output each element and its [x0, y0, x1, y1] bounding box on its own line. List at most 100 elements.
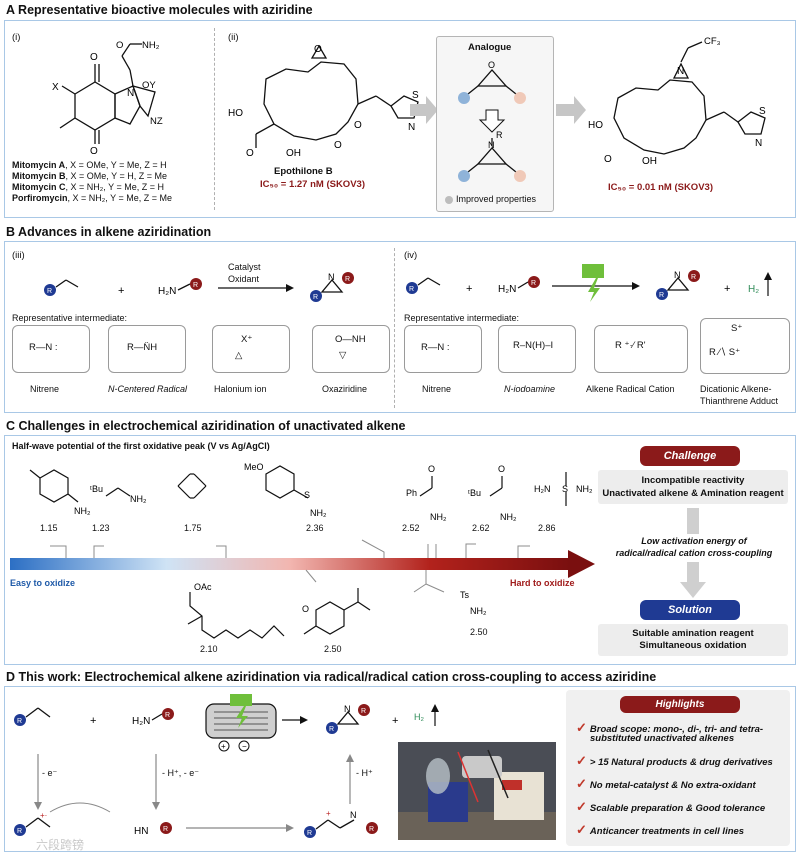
svg-text:R: R: [496, 130, 503, 140]
svg-text:MeO: MeO: [244, 462, 264, 472]
potential-value: 1.15: [40, 523, 58, 533]
mitomycin-list: Mitomycin A, X = OMe, Y = Me, Z = H Mito…: [12, 160, 172, 204]
svg-text:R: R: [313, 294, 318, 301]
section-d-title: D This work: Electrochemical alkene azir…: [6, 670, 656, 684]
svg-text:O: O: [90, 52, 98, 63]
svg-text:R: R: [361, 708, 366, 715]
substrate-structures-top: NH₂ ᵗBu NH₂ MeO S NH₂ Ph O NH₂ ᵗBu O NH₂…: [10, 458, 600, 528]
potential-value: 2.50: [470, 627, 488, 637]
highlight-item: ✓Scalable preparation & Good tolerance: [576, 799, 765, 815]
svg-text:NH₂: NH₂: [74, 506, 91, 516]
svg-text:O: O: [246, 148, 254, 156]
reaction-scheme-iii: R + H₂N R R R N: [40, 272, 380, 306]
mid-text-2: radical/radical cation cross-coupling: [604, 548, 784, 558]
reaction-scheme-iv: R + H₂N R R R N + H₂: [402, 262, 792, 306]
section-a-title: A Representative bioactive molecules wit…: [6, 3, 313, 17]
mitomycin-row: Mitomycin B, X = OMe, Y = H, Z = Me: [12, 171, 172, 182]
intermediate-nitrene-box: R—N :: [404, 325, 482, 373]
svg-text:H₂N: H₂N: [158, 286, 176, 297]
svg-text:N: N: [674, 270, 681, 280]
svg-text:+: +: [326, 809, 331, 818]
highlight-item: ✓No metal-catalyst & No extra-oxidant: [576, 776, 756, 792]
down-arrow-icon: [680, 562, 706, 598]
svg-text:R: R: [17, 718, 22, 725]
caption-nitrene: Nitrene: [422, 384, 451, 394]
intermediate-nitrene-box: R—N :: [12, 325, 90, 373]
potential-value: 1.23: [92, 523, 110, 533]
challenge-text: Unactivated alkene & Amination reagent: [598, 487, 788, 500]
intermediate-thianthrene-adduct-box: S⁺R ∕∖ S⁺: [700, 318, 790, 374]
svg-text:H₂N: H₂N: [534, 484, 551, 494]
svg-text:N: N: [328, 272, 335, 282]
step-minus-h: - H⁺: [356, 768, 373, 779]
svg-text:R: R: [193, 282, 198, 289]
svg-text:NZ: NZ: [150, 116, 163, 127]
challenge-box: Incompatible reactivity Unactivated alke…: [598, 470, 788, 504]
caption-alkene-radical-cation: Alkene Radical Cation: [586, 384, 675, 394]
analogue-title: Analogue: [468, 42, 511, 53]
svg-text:O: O: [354, 120, 362, 131]
electrolysis-setup-photo: [398, 742, 556, 840]
solution-pill: Solution: [640, 600, 740, 620]
svg-text:+: +: [90, 715, 96, 727]
svg-text:H₂: H₂: [748, 284, 759, 295]
svg-text:O: O: [116, 40, 123, 51]
epothilone-b-structure: HO O O OH O O S N: [226, 44, 426, 156]
right-arrow-icon: [556, 96, 586, 124]
substrate-structures-bottom: OAc O Ts NH₂: [180, 580, 510, 652]
svg-text:N: N: [677, 66, 684, 77]
svg-text:+·: +·: [40, 811, 47, 820]
svg-text:NH₂: NH₂: [430, 512, 447, 522]
potential-value: 1.75: [184, 523, 202, 533]
potential-value: 2.50: [324, 644, 342, 654]
svg-text:NH₂: NH₂: [576, 484, 593, 494]
potential-value: 2.62: [472, 523, 490, 533]
svg-text:−: −: [242, 742, 247, 751]
svg-text:O: O: [90, 146, 98, 154]
svg-text:S: S: [759, 106, 766, 117]
hard-to-oxidize: Hard to oxidize: [510, 578, 575, 588]
right-arrow-icon: [410, 96, 438, 124]
divider: [394, 248, 395, 408]
epothilone-ic50: IC₅₀ = 1.27 nM (SKOV3): [260, 179, 365, 190]
svg-text:NH₂: NH₂: [470, 606, 487, 616]
section-b-title: B Advances in alkene aziridination: [6, 225, 211, 239]
mitomycin-structure: X O O N OY NZ O NH₂: [30, 34, 180, 154]
intermediate-alkene-radical-cation-box: R ⁺·⁄ R': [594, 325, 688, 373]
svg-text:R: R: [47, 288, 52, 295]
label-iv: (iv): [404, 250, 417, 261]
svg-text:R: R: [369, 826, 374, 833]
svg-text:ᵗBu: ᵗBu: [90, 484, 103, 494]
svg-text:R: R: [17, 828, 22, 835]
svg-text:R: R: [531, 280, 536, 287]
solution-text: Simultaneous oxidation: [598, 640, 788, 652]
svg-text:NH₂: NH₂: [500, 512, 517, 522]
label-i: (i): [12, 32, 20, 43]
caption-thianthrene-2: Thianthrene Adduct: [700, 396, 778, 406]
potential-value: 2.52: [402, 523, 420, 533]
svg-text:R: R: [163, 826, 168, 833]
check-icon: ✓: [576, 822, 587, 837]
caption-n-radical: N-Centered Radical: [108, 384, 187, 394]
svg-text:R: R: [307, 830, 312, 837]
step-minus-e: - e⁻: [42, 768, 57, 779]
check-icon: ✓: [576, 753, 587, 768]
epothilone-name: Epothilone B: [274, 166, 333, 177]
svg-text:N: N: [127, 88, 134, 99]
oxidant-label: Oxidant: [228, 274, 259, 284]
svg-text:R: R: [329, 726, 334, 733]
svg-text:X: X: [52, 82, 59, 93]
label-ii: (ii): [228, 32, 239, 43]
epoxide-to-aziridine-scheme: O N R: [450, 58, 540, 188]
analogue-ic50: IC₅₀ = 0.01 nM (SKOV3): [608, 182, 713, 193]
bullet-icon: [444, 195, 454, 205]
svg-text:R: R: [345, 276, 350, 283]
section-c-title: C Challenges in electrochemical aziridin…: [6, 419, 405, 433]
svg-text:+: +: [466, 283, 472, 295]
highlight-item-cont: substituted unactivated alkenes: [590, 733, 734, 744]
solution-box: Suitable amination reagent Simultaneous …: [598, 624, 788, 656]
svg-text:R: R: [409, 286, 414, 293]
svg-text:Ph: Ph: [406, 488, 417, 498]
challenge-text: Incompatible reactivity: [598, 474, 788, 487]
svg-text:OAc: OAc: [194, 582, 212, 592]
